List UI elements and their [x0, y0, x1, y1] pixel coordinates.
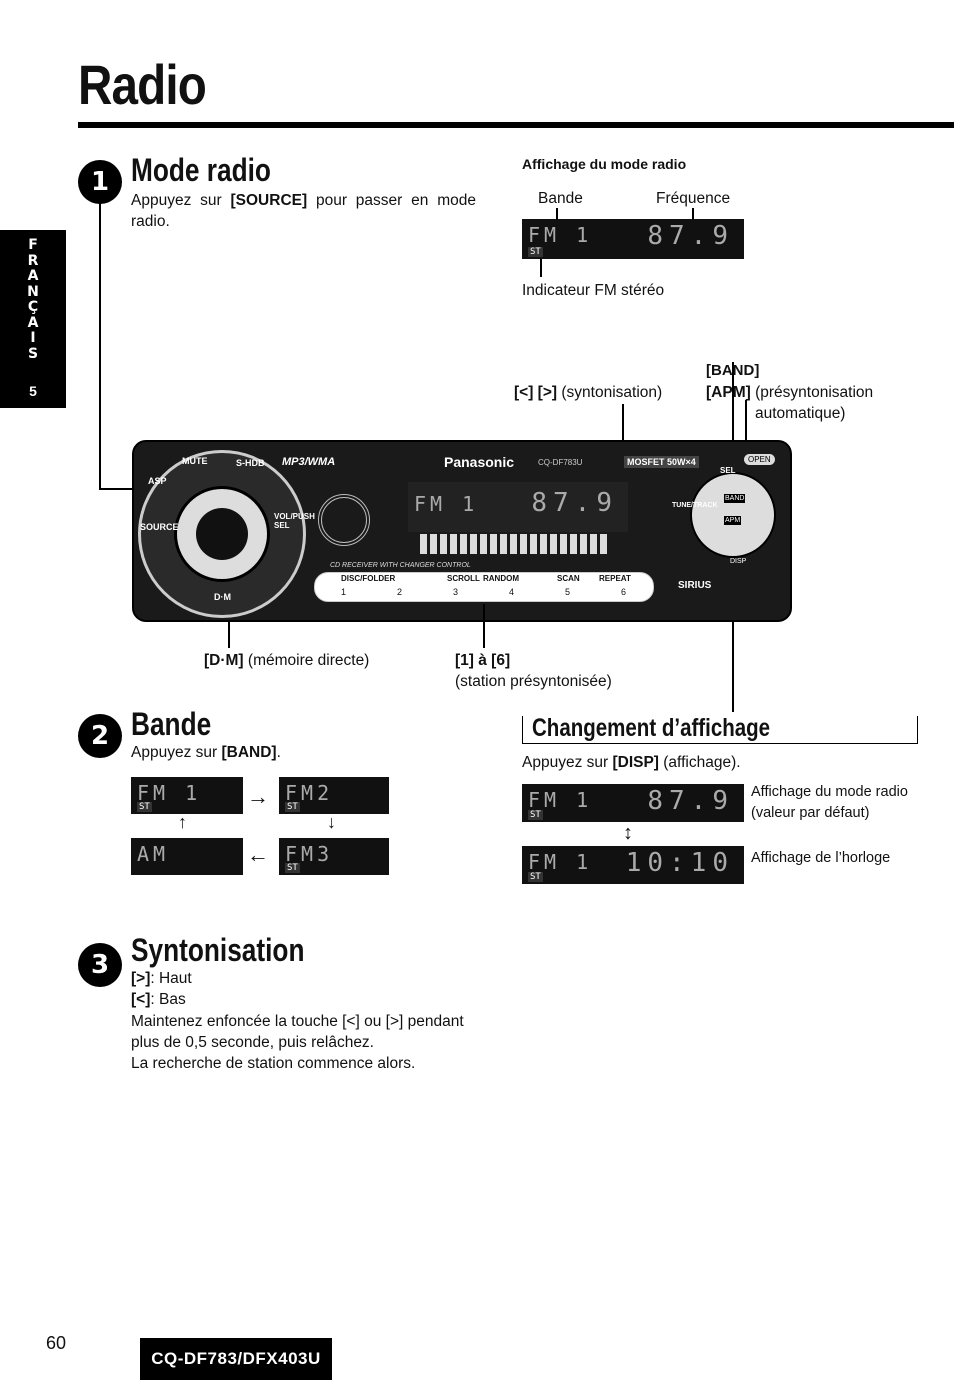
arrow-left-icon: ← — [247, 842, 269, 867]
speaker-graphic-icon — [318, 494, 370, 546]
preset-label: RANDOM — [483, 574, 519, 583]
pointer-line — [540, 259, 542, 277]
knob-label-shdb[interactable]: S-HDB — [236, 458, 265, 468]
preset-button-4[interactable]: 4 — [509, 587, 515, 597]
step-1-badge: 1 — [78, 160, 122, 204]
callout-preset: [1] à [6] — [455, 652, 511, 669]
connector-line — [99, 488, 139, 490]
device-lcd: FM 1 87.9 — [408, 482, 628, 532]
section-1-text: Appuyez sur [SOURCE] pour passer en mode… — [131, 192, 476, 230]
preset-button-3[interactable]: 3 — [453, 587, 459, 597]
callout-dm: [D·M] (mémoire directe) — [204, 652, 370, 669]
brand-logo: Panasonic — [444, 454, 515, 470]
arrow-updown-icon: ↕ — [623, 822, 633, 844]
tune-track-dial[interactable] — [690, 472, 776, 558]
open-button[interactable]: OPEN — [744, 454, 775, 465]
preset-strip: DISC/FOLDER SCROLL RANDOM SCAN REPEAT 1 … — [314, 572, 654, 602]
display-change-text: Appuyez sur [DISP] (affichage). — [522, 754, 741, 771]
preset-label: REPEAT — [599, 574, 631, 583]
step-2-badge: 2 — [78, 714, 122, 758]
section-3-line-4: plus de 0,5 seconde, puis relâchez. — [131, 1034, 374, 1051]
section-1-heading: Mode radio — [131, 152, 271, 188]
display-change-heading: Changement d’affichage — [532, 714, 771, 742]
connector-line — [99, 200, 101, 490]
title-rule — [78, 122, 954, 128]
model-label: CQ-DF783U — [538, 458, 583, 467]
label-stereo-indicator: Indicateur FM stéréo — [522, 282, 665, 299]
callout-preset-text: (station présyntonisée) — [455, 673, 612, 690]
section-3-line-3: Maintenez enfoncée la touche [<] ou [>] … — [131, 1013, 464, 1030]
callout-tune: [<] [>] (syntonisation) — [514, 384, 663, 401]
pointer-line — [228, 622, 230, 648]
band-button[interactable]: BAND — [724, 494, 746, 503]
lcd1-desc: Affichage du mode radio — [751, 784, 908, 800]
arrow-down-icon: ↓ — [327, 812, 336, 832]
section-3-line-5: La recherche de station commence alors. — [131, 1055, 416, 1072]
callout-apm: [APM] (présyntonisation — [706, 384, 874, 401]
section-2-text: Appuyez sur [BAND]. — [131, 744, 281, 761]
dm-button[interactable]: D·M — [214, 592, 231, 602]
preset-label: SCAN — [557, 574, 580, 583]
display-change-frame — [522, 716, 918, 744]
knob-label-source[interactable]: SOURCE — [140, 522, 179, 532]
mode-display-title: Affichage du mode radio — [522, 156, 687, 172]
lcd-clock-display: FM 1 10:10 ST — [522, 846, 744, 884]
knob-label-asp[interactable]: ASP — [148, 476, 167, 486]
section-3-line-2: [<]: Bas — [131, 991, 186, 1008]
section-3-line-1: [>]: Haut — [131, 970, 192, 987]
preset-button-2[interactable]: 2 — [397, 587, 403, 597]
label-band: Bande — [538, 190, 583, 207]
preset-button-1[interactable]: 1 — [341, 587, 347, 597]
sel-label: SEL — [720, 466, 736, 475]
label-frequency: Fréquence — [656, 190, 731, 207]
preset-label: SCROLL — [447, 574, 480, 583]
knob-center-icon — [196, 508, 248, 560]
model-footer: CQ-DF783/DFX403U — [140, 1338, 332, 1380]
lcd1-desc-2: (valeur par défaut) — [751, 805, 870, 821]
tune-track-label: TUNE/TRACK — [672, 502, 718, 510]
sirius-logo: SIRIUS — [678, 580, 712, 591]
power-label: MOSFET 50W×4 — [624, 456, 699, 468]
mp3-wma-logo: MP3/WMA — [282, 456, 336, 468]
arrow-right-icon: → — [247, 784, 269, 809]
pointer-line — [692, 208, 694, 220]
step-3-badge: 3 — [78, 943, 122, 987]
preset-button-5[interactable]: 5 — [565, 587, 571, 597]
knob-label-vol[interactable]: VOL/PUSH SEL — [274, 512, 315, 530]
lcd-radio-display: FM 1 87.9 ST — [522, 784, 744, 822]
section-3-heading: Syntonisation — [131, 932, 305, 968]
knob-label-mute[interactable]: MUTE — [182, 456, 208, 466]
pointer-line — [556, 208, 558, 220]
arrow-up-icon: ↑ — [178, 812, 187, 832]
pointer-line — [483, 604, 485, 648]
side-tab-number: 5 — [29, 383, 37, 399]
preset-button-6[interactable]: 6 — [621, 587, 627, 597]
lcd-mode-display: FM 1 87.9 ST — [522, 219, 744, 259]
strip-label: CD RECEIVER WITH CHANGER CONTROL — [330, 562, 471, 569]
callout-apm-2: automatique) — [755, 405, 846, 422]
page-number: 60 — [46, 1333, 67, 1353]
car-stereo-illustration: ASP MUTE S-HDB SOURCE VOL/PUSH SEL D·M M… — [132, 440, 792, 622]
disp-button[interactable]: DISP — [730, 558, 747, 565]
section-2-heading: Bande — [131, 706, 212, 742]
spectrum-analyzer — [420, 534, 610, 554]
lcd-band-am: AM — [131, 838, 243, 875]
page-title: Radio — [78, 53, 207, 116]
lcd2-desc: Affichage de l’horloge — [751, 850, 891, 866]
apm-button[interactable]: APM — [724, 516, 742, 525]
preset-label: DISC/FOLDER — [341, 574, 396, 583]
